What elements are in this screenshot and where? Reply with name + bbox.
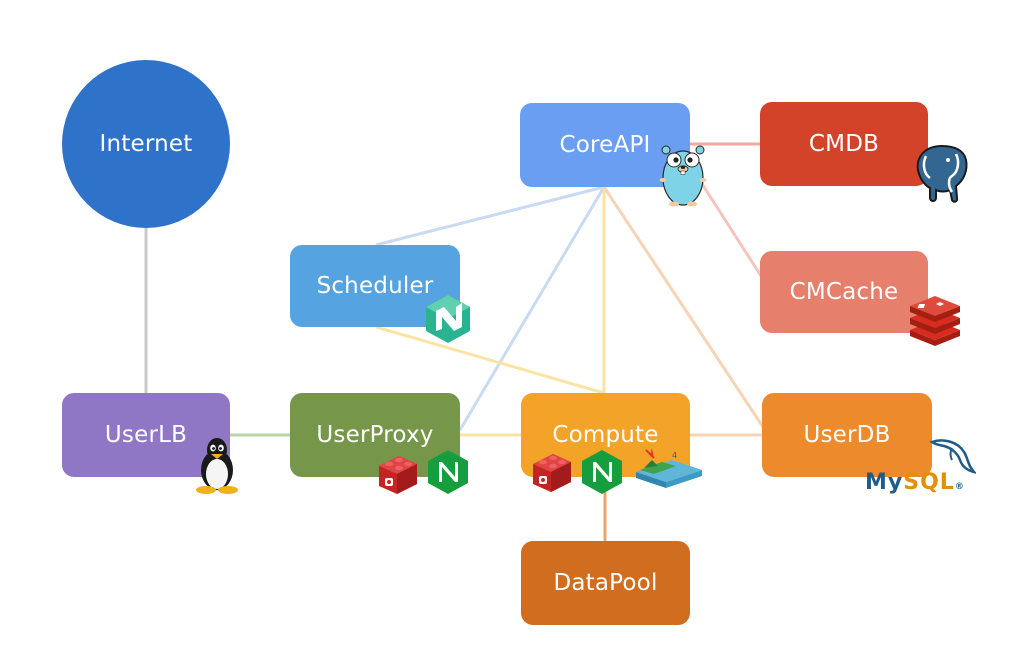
edge-coreapi-userdb: [602, 186, 767, 431]
node-cmcache-label: CMCache: [789, 279, 899, 305]
landscape-block-icon: 4: [636, 448, 702, 488]
node-internet: Internet: [62, 60, 230, 228]
node-cmdb-label: CMDB: [808, 131, 880, 157]
nginx-icon: [428, 450, 468, 494]
edge-coreapi-userproxy: [458, 186, 606, 431]
go-gopher-icon: [659, 145, 707, 207]
node-userlb: UserLB: [62, 393, 230, 477]
node-internet-label: Internet: [99, 131, 193, 157]
node-scheduler: Scheduler: [290, 245, 460, 327]
node-compute-label: Compute: [552, 422, 659, 448]
lego-brick-icon: [379, 456, 417, 494]
node-userdb: UserDB: [762, 393, 932, 477]
node-userproxy-label: UserProxy: [316, 422, 434, 448]
edge-coreapi-cmcache: [688, 164, 772, 291]
edge-coreapi-scheduler: [375, 185, 605, 247]
node-cmdb: CMDB: [760, 102, 928, 186]
redis-icon: [910, 296, 960, 346]
node-userdb-label: UserDB: [803, 422, 891, 448]
mysql-dolphin-icon: [929, 439, 976, 474]
mysql-logo-text: MySQL®: [865, 470, 965, 495]
lego-brick-icon: [533, 454, 571, 492]
node-scheduler-label: Scheduler: [316, 273, 434, 299]
linux-tux-icon: [196, 438, 238, 494]
mysql-logo-reg: ®: [954, 482, 965, 492]
nginx-icon: [582, 450, 622, 494]
node-datapool: DataPool: [521, 541, 690, 625]
edge-scheduler-compute: [375, 325, 605, 395]
node-coreapi-label: CoreAPI: [559, 132, 651, 158]
nomad-icon: [426, 295, 470, 343]
svg-text:4: 4: [672, 451, 677, 460]
node-userlb-label: UserLB: [104, 422, 188, 448]
mysql-logo-my: My: [865, 470, 904, 495]
node-datapool-label: DataPool: [553, 570, 658, 596]
node-cmcache: CMCache: [760, 251, 928, 333]
postgresql-elephant-icon: [916, 144, 968, 203]
mysql-logo-sql: SQL: [903, 470, 955, 495]
node-coreapi: CoreAPI: [520, 103, 690, 187]
